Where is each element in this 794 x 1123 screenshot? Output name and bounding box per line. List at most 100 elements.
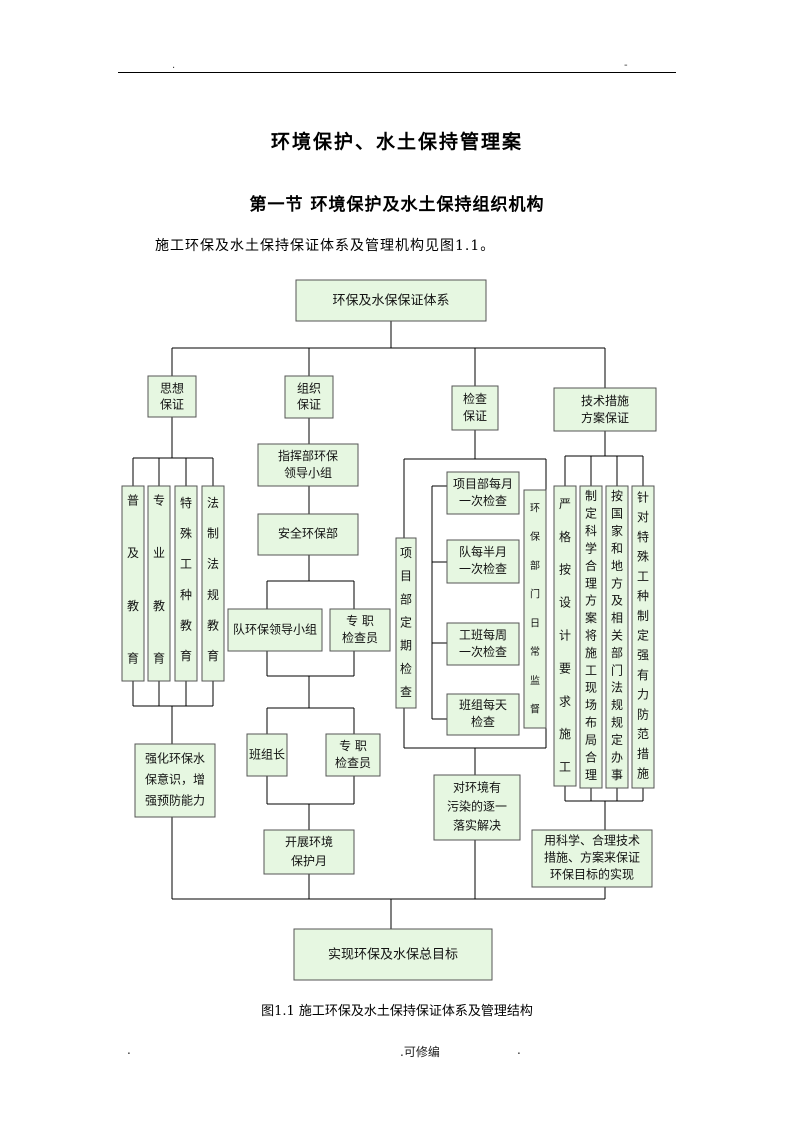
tech-item-4-char-2: 特 <box>637 529 649 544</box>
tech-item-2-char-14: 局 <box>585 733 597 747</box>
tech-item-4-char-5: 种 <box>637 589 649 603</box>
edu-item-4-char-1: 制 <box>207 527 219 541</box>
tech-result-label-line-2: 环保目标的实现 <box>550 867 634 882</box>
tech-item-3-char-8: 关 <box>611 629 623 643</box>
check-4-label-line-0: 班组每天 <box>459 697 507 712</box>
tech-item-4-char-14: 施 <box>637 767 649 781</box>
header-left-mark: . <box>172 60 176 71</box>
edu-item-3-char-2: 工 <box>180 557 192 571</box>
edu-item-1-char-2: 及 <box>127 546 139 560</box>
env-month-box <box>263 829 355 875</box>
footer-left-mark: . <box>127 1043 131 1057</box>
tech-item-2-char-6: 方 <box>585 593 597 608</box>
inspection-guarantee-box <box>451 385 499 431</box>
daily-supervision-char-6: 监 <box>530 674 540 687</box>
tech-item-1-char-0: 严 <box>559 497 571 511</box>
edu-item-1-char-6: 育 <box>127 650 139 665</box>
edu-item-3-char-4: 教 <box>180 618 192 633</box>
tech-result-label-line-1: 措施、方案来保证 <box>544 850 640 865</box>
check-4-label-line-1: 检查 <box>471 714 495 729</box>
edu-box-3 <box>174 485 198 682</box>
edu-box-2 <box>147 485 171 682</box>
tech-item-3-char-14: 定 <box>611 732 623 747</box>
inspector-2-label-line-1: 检查员 <box>335 755 371 770</box>
tech-item-3-char-5: 方 <box>611 575 623 590</box>
tech-item-4-char-13: 措 <box>637 747 649 761</box>
safety-env-dept-label: 安全环保部 <box>278 526 338 541</box>
periodic-check-char-5: 检 <box>400 661 412 676</box>
tech-item-2-char-0: 制 <box>585 489 597 503</box>
inspection-result-box <box>433 774 521 841</box>
tech-item-1-char-4: 计 <box>559 629 571 643</box>
periodic-check-char-1: 目 <box>400 569 412 583</box>
inspector-1-label-line-1: 检查员 <box>342 630 378 645</box>
edu-item-2-char-0: 专 <box>153 493 165 508</box>
tech-item-2-char-2: 科 <box>585 524 597 538</box>
tech-item-3-char-15: 办 <box>611 749 623 764</box>
total-goal-box <box>293 928 493 981</box>
tech-item-4-char-0: 针 <box>637 489 649 504</box>
periodic-check-char-3: 定 <box>400 615 412 630</box>
thought-result-label-line-2: 强预防能力 <box>145 793 205 808</box>
tech-item-4-char-1: 对 <box>637 510 649 524</box>
tech-item-3-char-16: 事 <box>611 768 623 782</box>
check-3-label-line-0: 工班每周 <box>459 627 507 642</box>
edu-item-2-char-4: 教 <box>153 598 165 613</box>
daily-supervision-char-4: 日 <box>530 618 540 629</box>
edu-item-1-char-4: 教 <box>127 598 139 613</box>
daily-supervision-char-3: 门 <box>530 588 540 601</box>
section-title: 第一节 环境保护及水土保持组织机构 <box>249 195 545 215</box>
edu-item-2-char-6: 育 <box>153 650 165 665</box>
check-1-label-line-0: 项目部每月 <box>453 476 513 491</box>
connector-lines <box>132 321 644 929</box>
tech-item-2-char-11: 现 <box>585 681 597 695</box>
env-month-label-line-0: 开展环境 <box>285 834 333 849</box>
daily-supervision-box <box>523 489 547 729</box>
tech-item-2-char-7: 案 <box>585 610 597 625</box>
hq-leader-group-label-line-1: 领导小组 <box>284 466 332 480</box>
periodic-check-box <box>395 537 417 709</box>
tech-item-4-char-8: 强 <box>637 648 649 662</box>
inspection-result-label-line-0: 对环境有 <box>453 780 501 795</box>
edu-item-4-char-2: 法 <box>207 557 219 571</box>
top-system-box <box>295 279 487 322</box>
tech-item-1-char-2: 按 <box>559 563 571 577</box>
intro-text: 施工环保及水土保持保证体系及管理机构见图1.1。 <box>155 238 496 254</box>
tech-item-2-char-16: 理 <box>585 768 597 782</box>
tech-item-2-char-5: 理 <box>585 576 597 590</box>
thought-result-label-line-1: 保意识，增 <box>145 772 205 787</box>
tech-item-4-char-7: 定 <box>637 628 649 643</box>
tech-item-1-char-6: 求 <box>559 694 571 708</box>
daily-supervision-char-0: 环 <box>530 503 540 514</box>
edu-item-4-char-0: 法 <box>207 496 219 510</box>
check-box-2 <box>446 539 520 584</box>
thought-result-box <box>134 743 216 818</box>
edu-item-1-char-0: 普 <box>127 494 139 508</box>
footer-right-mark: . <box>517 1043 521 1057</box>
edu-item-4-char-4: 教 <box>207 618 219 633</box>
tech-item-4-char-11: 防 <box>637 706 649 721</box>
tech-item-2-char-15: 合 <box>585 749 597 764</box>
check-1-label-line-1: 一次检查 <box>459 493 507 508</box>
organization-guarantee-label-line-0: 组织 <box>297 382 321 396</box>
tech-item-3-char-9: 部 <box>611 645 623 660</box>
inspection-guarantee-label-line-0: 检查 <box>463 391 487 406</box>
inspector-2-label-line-0: 专 职 <box>339 738 367 753</box>
tech-item-3-char-13: 规 <box>611 715 623 730</box>
tech-measure-guarantee-box <box>553 387 657 432</box>
edu-box-4 <box>201 485 225 682</box>
tech-item-2-char-4: 合 <box>585 558 597 573</box>
header-rule <box>118 72 676 73</box>
tech-item-4-char-9: 有 <box>637 668 649 682</box>
tech-box-2 <box>579 485 603 789</box>
tech-item-1-char-7: 施 <box>559 727 571 741</box>
tech-item-3-char-4: 地 <box>611 559 623 573</box>
hq-leader-group-box <box>257 443 359 487</box>
check-box-3 <box>446 622 520 666</box>
organization-guarantee-label-line-1: 保证 <box>297 398 321 412</box>
inspection-result-label-line-1: 污染的逐一 <box>447 799 507 814</box>
figure-caption: 图1.1 施工环保及水土保持保证体系及管理结构 <box>261 1004 533 1019</box>
daily-supervision-char-5: 常 <box>530 645 540 658</box>
periodic-check-char-4: 期 <box>400 639 412 653</box>
